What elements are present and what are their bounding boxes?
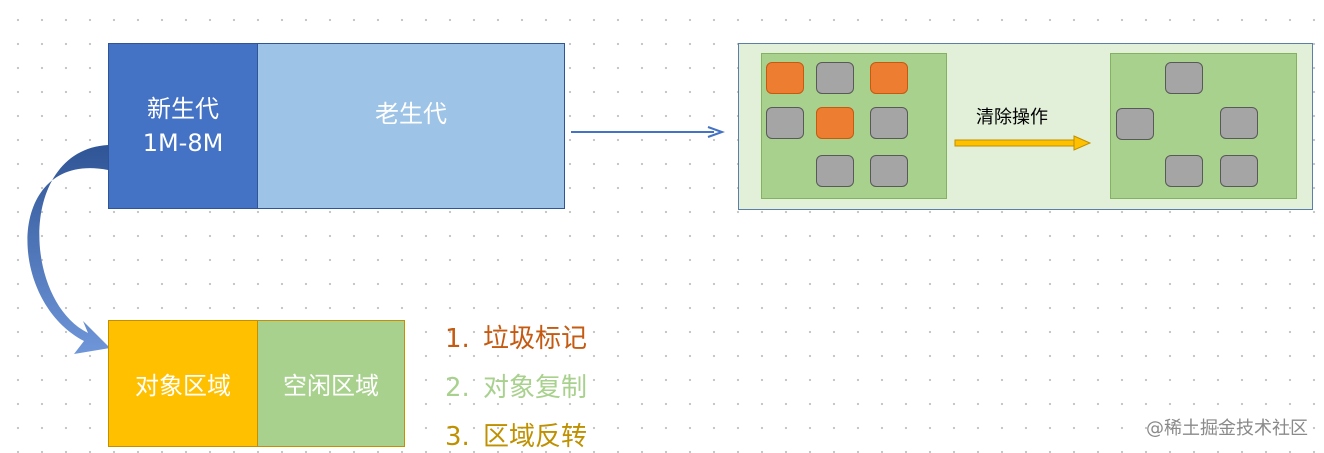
live-object [766,107,804,139]
step-number: 2. [445,373,470,403]
step-text: 区域反转 [483,422,588,452]
marked-object [870,62,908,94]
free-region-label: 空闲区域 [283,372,379,400]
site-credit-watermark: @稀土掘金技术社区 [1146,418,1308,439]
step-text: 垃圾标记 [483,324,588,354]
young-generation-label: 新生代 [147,95,219,123]
young-generation-block: 新生代 1M-8M [108,43,258,209]
live-object [1165,62,1203,94]
live-object [1220,155,1258,187]
young-generation-size: 1M-8M [142,129,224,157]
live-object [816,155,854,187]
old-to-panel-arrow [571,126,725,138]
live-object [1220,107,1258,139]
live-object [870,107,908,139]
cleanup-arrow [954,135,1092,151]
live-object [1165,155,1203,187]
object-region-label: 对象区域 [135,372,231,400]
live-object [816,62,854,94]
live-object [1116,108,1154,140]
object-region-block: 对象区域 [108,320,258,447]
old-generation-block: 老生代 [257,43,565,209]
step-garbage-marking: 1. 垃圾标记 [445,318,587,355]
marked-object [766,62,804,94]
old-generation-label: 老生代 [375,100,447,128]
step-text: 对象复制 [483,373,588,403]
step-number: 1. [445,324,470,354]
young-to-region-curve-arrow [27,145,110,354]
step-number: 3. [445,422,470,452]
step-region-flip: 3. 区域反转 [445,416,587,453]
free-region-block: 空闲区域 [257,320,405,447]
cleanup-label: 清除操作 [976,107,1048,128]
step-object-copy: 2. 对象复制 [445,367,587,404]
live-object [870,155,908,187]
marked-object [816,107,854,139]
